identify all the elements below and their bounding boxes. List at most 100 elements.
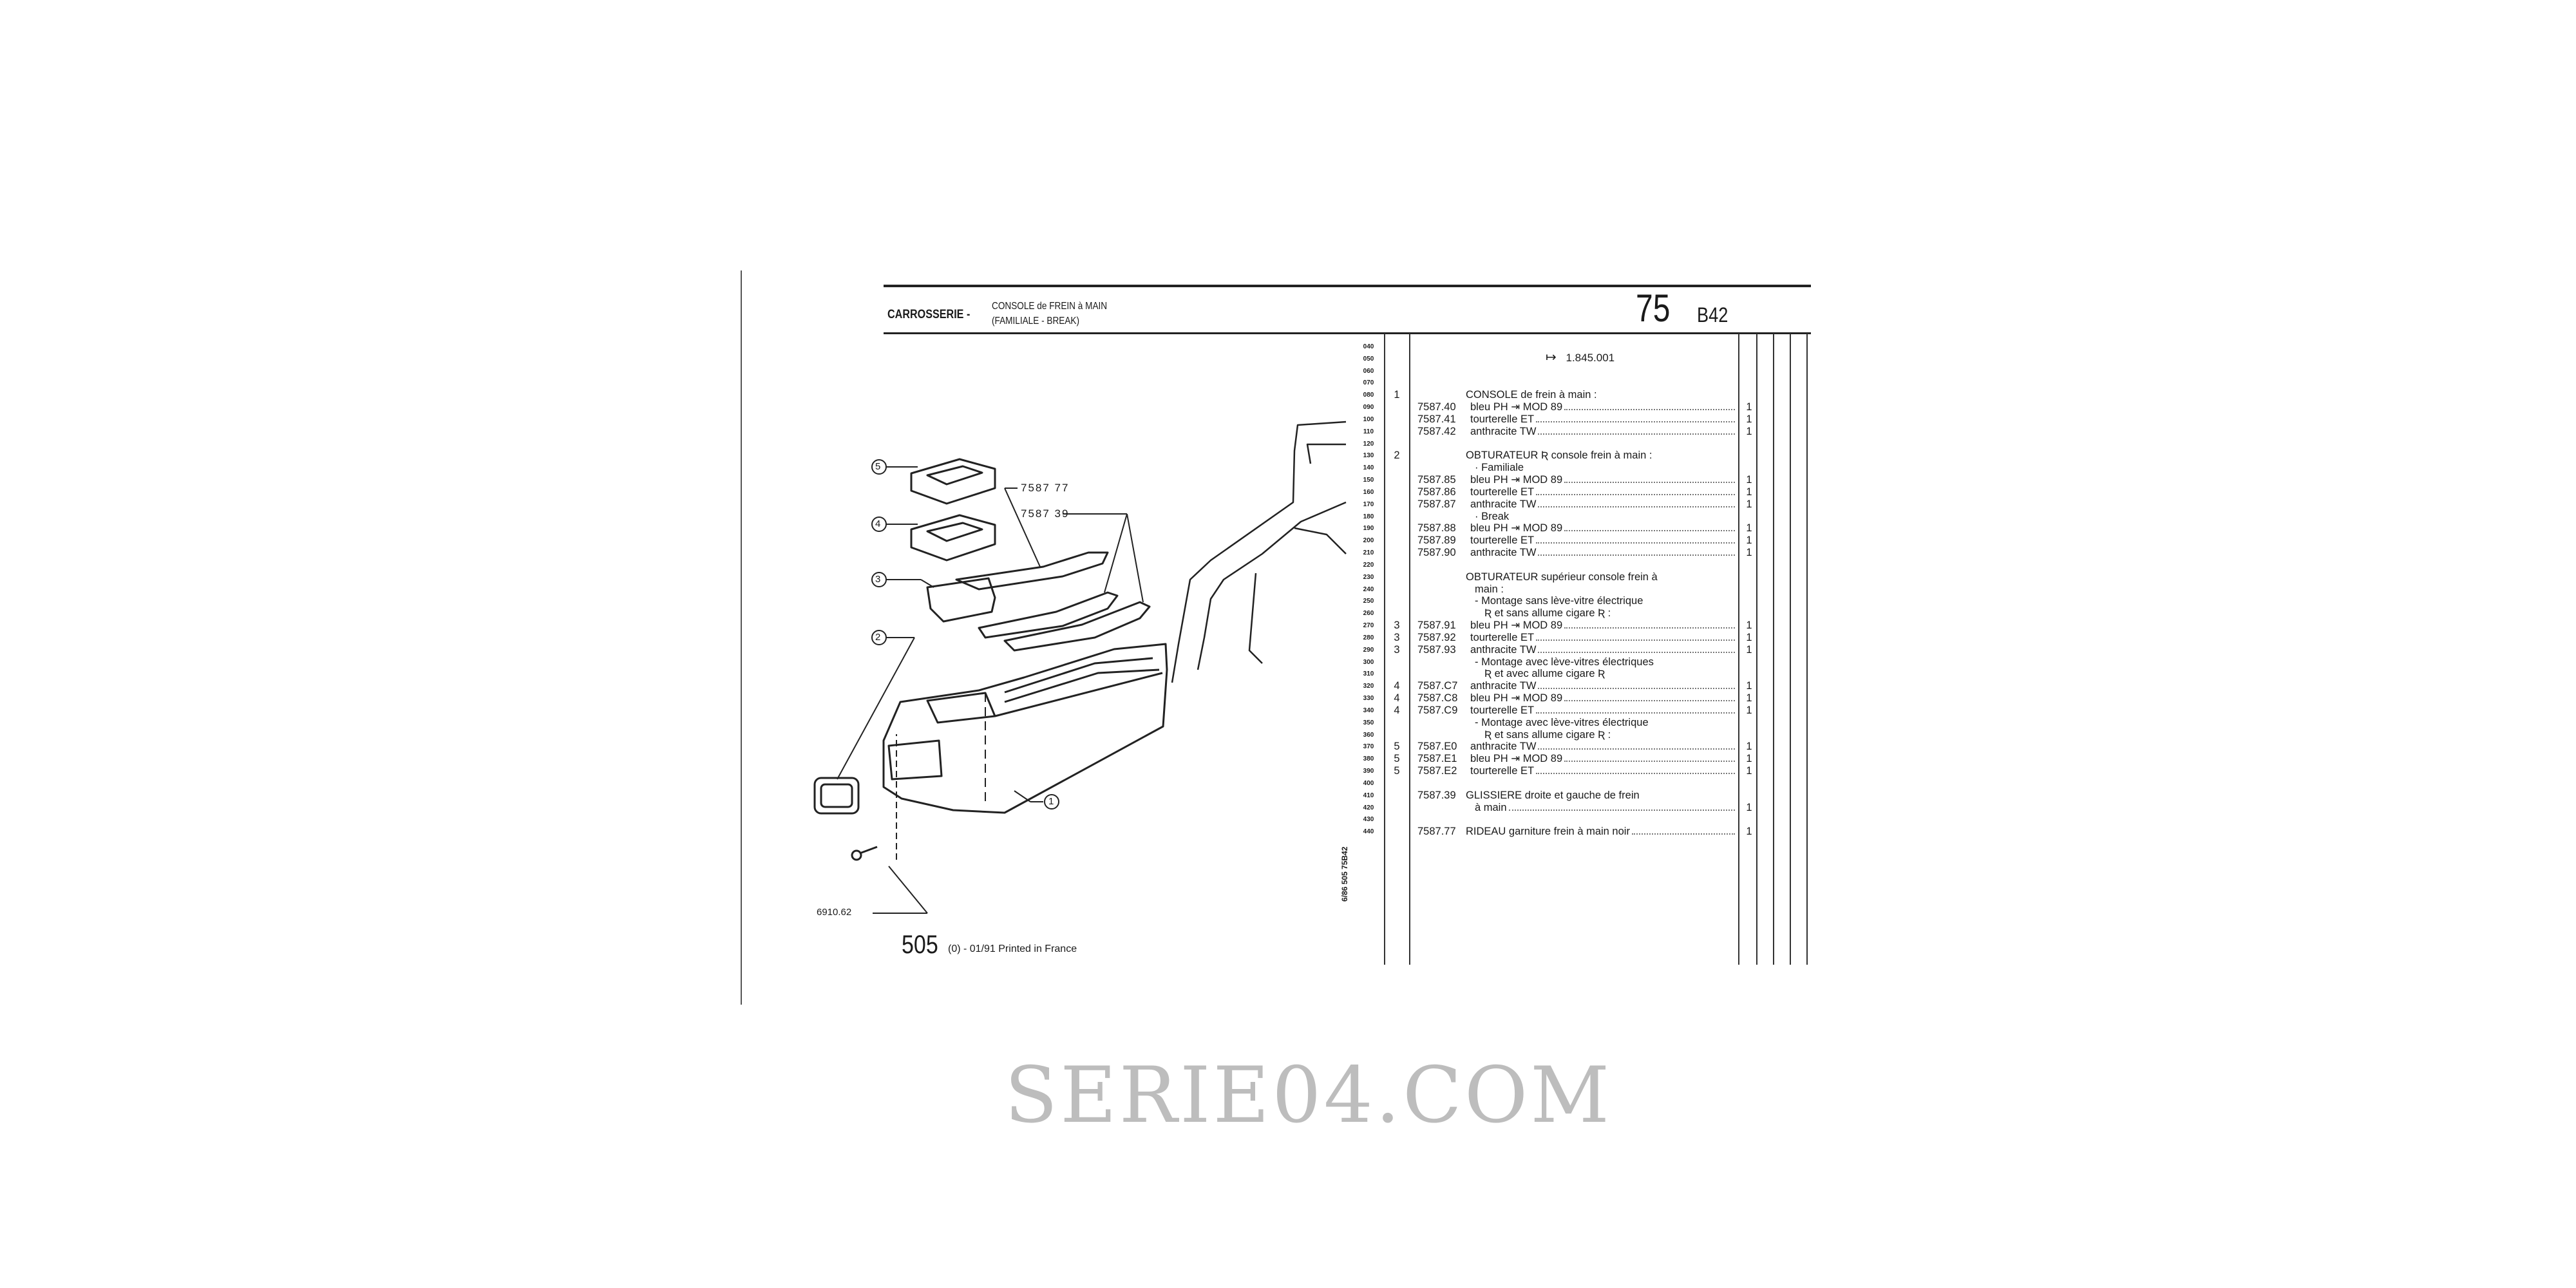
line-number: 430 <box>1363 816 1374 824</box>
part-description: bleu PH ⇥ MOD 89 <box>1470 522 1737 534</box>
quantity: 1 <box>1746 401 1752 413</box>
description-text: · Familiale <box>1475 462 1524 474</box>
column-divider <box>1384 334 1385 965</box>
part-description: OBTURATEUR Ʀ console frein à main : <box>1466 450 1652 461</box>
dot-leader <box>1564 627 1735 629</box>
dot-leader <box>1538 688 1735 690</box>
part-description: tourterelle ET <box>1470 765 1737 777</box>
line-number: 070 <box>1363 379 1374 387</box>
part-description: Ʀ et avec allume cigare Ʀ <box>1484 668 1605 679</box>
line-number: 160 <box>1363 488 1374 496</box>
part-number: 7587.C8 <box>1417 692 1458 705</box>
part-number: 7587.91 <box>1417 620 1456 632</box>
part-description: anthracite TW <box>1470 547 1737 558</box>
line-number: 240 <box>1363 585 1374 593</box>
line-number: 170 <box>1363 500 1374 508</box>
quantity: 1 <box>1746 474 1752 486</box>
quantity: 1 <box>1746 753 1752 765</box>
ref-number: 5 <box>1394 741 1400 753</box>
line-number: 300 <box>1363 658 1374 666</box>
callout-1: 1 <box>1048 796 1054 807</box>
part-description: Ʀ et sans allume cigare Ʀ : <box>1484 607 1611 619</box>
part-number: 7587.42 <box>1417 425 1456 437</box>
part-description: tourterelle ET <box>1470 413 1737 425</box>
line-number: 080 <box>1363 392 1374 399</box>
part-description: CONSOLE de frein à main : <box>1466 389 1597 401</box>
quantity: 1 <box>1746 826 1752 838</box>
description-text: tourterelle ET <box>1470 704 1535 716</box>
description-text: anthracite TW <box>1470 425 1537 437</box>
description-text: - Montage avec lève-vitres électriques <box>1475 656 1654 668</box>
part-number: 7587.92 <box>1417 631 1456 643</box>
description-text: tourterelle ET <box>1470 631 1535 643</box>
part-description: bleu PH ⇥ MOD 89 <box>1470 753 1737 764</box>
quantity: 1 <box>1746 547 1752 559</box>
line-number: 180 <box>1363 513 1374 520</box>
line-number: 380 <box>1363 755 1374 763</box>
line-number: 120 <box>1363 440 1374 448</box>
line-number: 400 <box>1363 779 1374 787</box>
quantity: 1 <box>1746 704 1752 716</box>
part-number: 7587.40 <box>1417 401 1456 413</box>
line-number: 370 <box>1363 743 1374 751</box>
part-number: 7587.85 <box>1417 474 1456 486</box>
part-number: 7587.41 <box>1417 413 1456 425</box>
line-number: 100 <box>1363 415 1374 423</box>
part-number: 7587.39 <box>1417 789 1456 801</box>
serial-number: 1.845.001 <box>1566 352 1615 364</box>
callout-3: 3 <box>875 574 881 585</box>
dot-leader <box>1538 651 1735 653</box>
part-number: 7587.89 <box>1417 535 1456 547</box>
line-number: 050 <box>1363 355 1374 363</box>
part-description: - Montage avec lève-vitres électriques <box>1475 656 1654 668</box>
part-description: tourterelle ET <box>1470 535 1737 546</box>
quantity: 1 <box>1746 498 1752 510</box>
header-top-rule <box>884 285 1811 287</box>
callout-4: 4 <box>875 518 881 529</box>
dot-leader <box>1536 639 1735 641</box>
part-description: GLISSIERE droite et gauche de frein <box>1466 790 1640 801</box>
part-description: OBTURATEUR supérieur console frein à <box>1466 571 1658 583</box>
part-description: anthracite TW <box>1470 644 1737 656</box>
callout-2: 2 <box>875 632 881 643</box>
description-text: - Montage sans lève-vitre électrique <box>1475 595 1643 607</box>
quantity: 1 <box>1746 765 1752 777</box>
part-description: main : <box>1475 583 1504 595</box>
quantity: 1 <box>1746 680 1752 692</box>
line-number: 350 <box>1363 719 1374 726</box>
part-number: 7587.77 <box>1417 826 1456 838</box>
part-description: tourterelle ET <box>1470 632 1737 643</box>
part-number: 7587.C7 <box>1417 680 1458 692</box>
column-divider <box>1409 334 1410 965</box>
description-text: Ʀ et avec allume cigare Ʀ <box>1484 668 1605 680</box>
page-title: CONSOLE de FREIN à MAIN <box>992 301 1108 312</box>
description-text: OBTURATEUR supérieur console frein à <box>1466 571 1658 583</box>
description-text: bleu PH ⇥ MOD 89 <box>1470 753 1563 765</box>
shutter-part-5 <box>910 458 996 505</box>
dot-leader <box>1536 542 1735 544</box>
description-text: bleu PH ⇥ MOD 89 <box>1470 620 1563 632</box>
line-number: 270 <box>1363 622 1374 630</box>
part-number: 7587.88 <box>1417 522 1456 535</box>
seat-outline <box>1171 421 1347 683</box>
part-description: bleu PH ⇥ MOD 89 <box>1470 401 1737 413</box>
ref-number: 3 <box>1394 643 1400 656</box>
arrow-from-icon: ↦ <box>1546 350 1557 365</box>
line-number: 210 <box>1363 549 1374 557</box>
quantity: 1 <box>1746 692 1752 705</box>
description-text: anthracite TW <box>1470 680 1537 692</box>
line-number: 220 <box>1363 561 1374 569</box>
line-number: 150 <box>1363 477 1374 484</box>
dot-leader <box>1564 482 1735 484</box>
shutter-part-4 <box>910 514 996 562</box>
line-number: 040 <box>1363 343 1374 350</box>
part-description: tourterelle ET <box>1470 705 1737 716</box>
ref-number: 4 <box>1394 680 1400 692</box>
column-divider <box>1773 334 1774 965</box>
ref-number: 5 <box>1394 753 1400 765</box>
line-number: 280 <box>1363 634 1374 641</box>
quantity: 1 <box>1746 535 1752 547</box>
part-description: bleu PH ⇥ MOD 89 <box>1470 620 1737 631</box>
serial-from: ↦ 1.845.001 <box>1546 351 1615 365</box>
line-number: 310 <box>1363 670 1374 678</box>
